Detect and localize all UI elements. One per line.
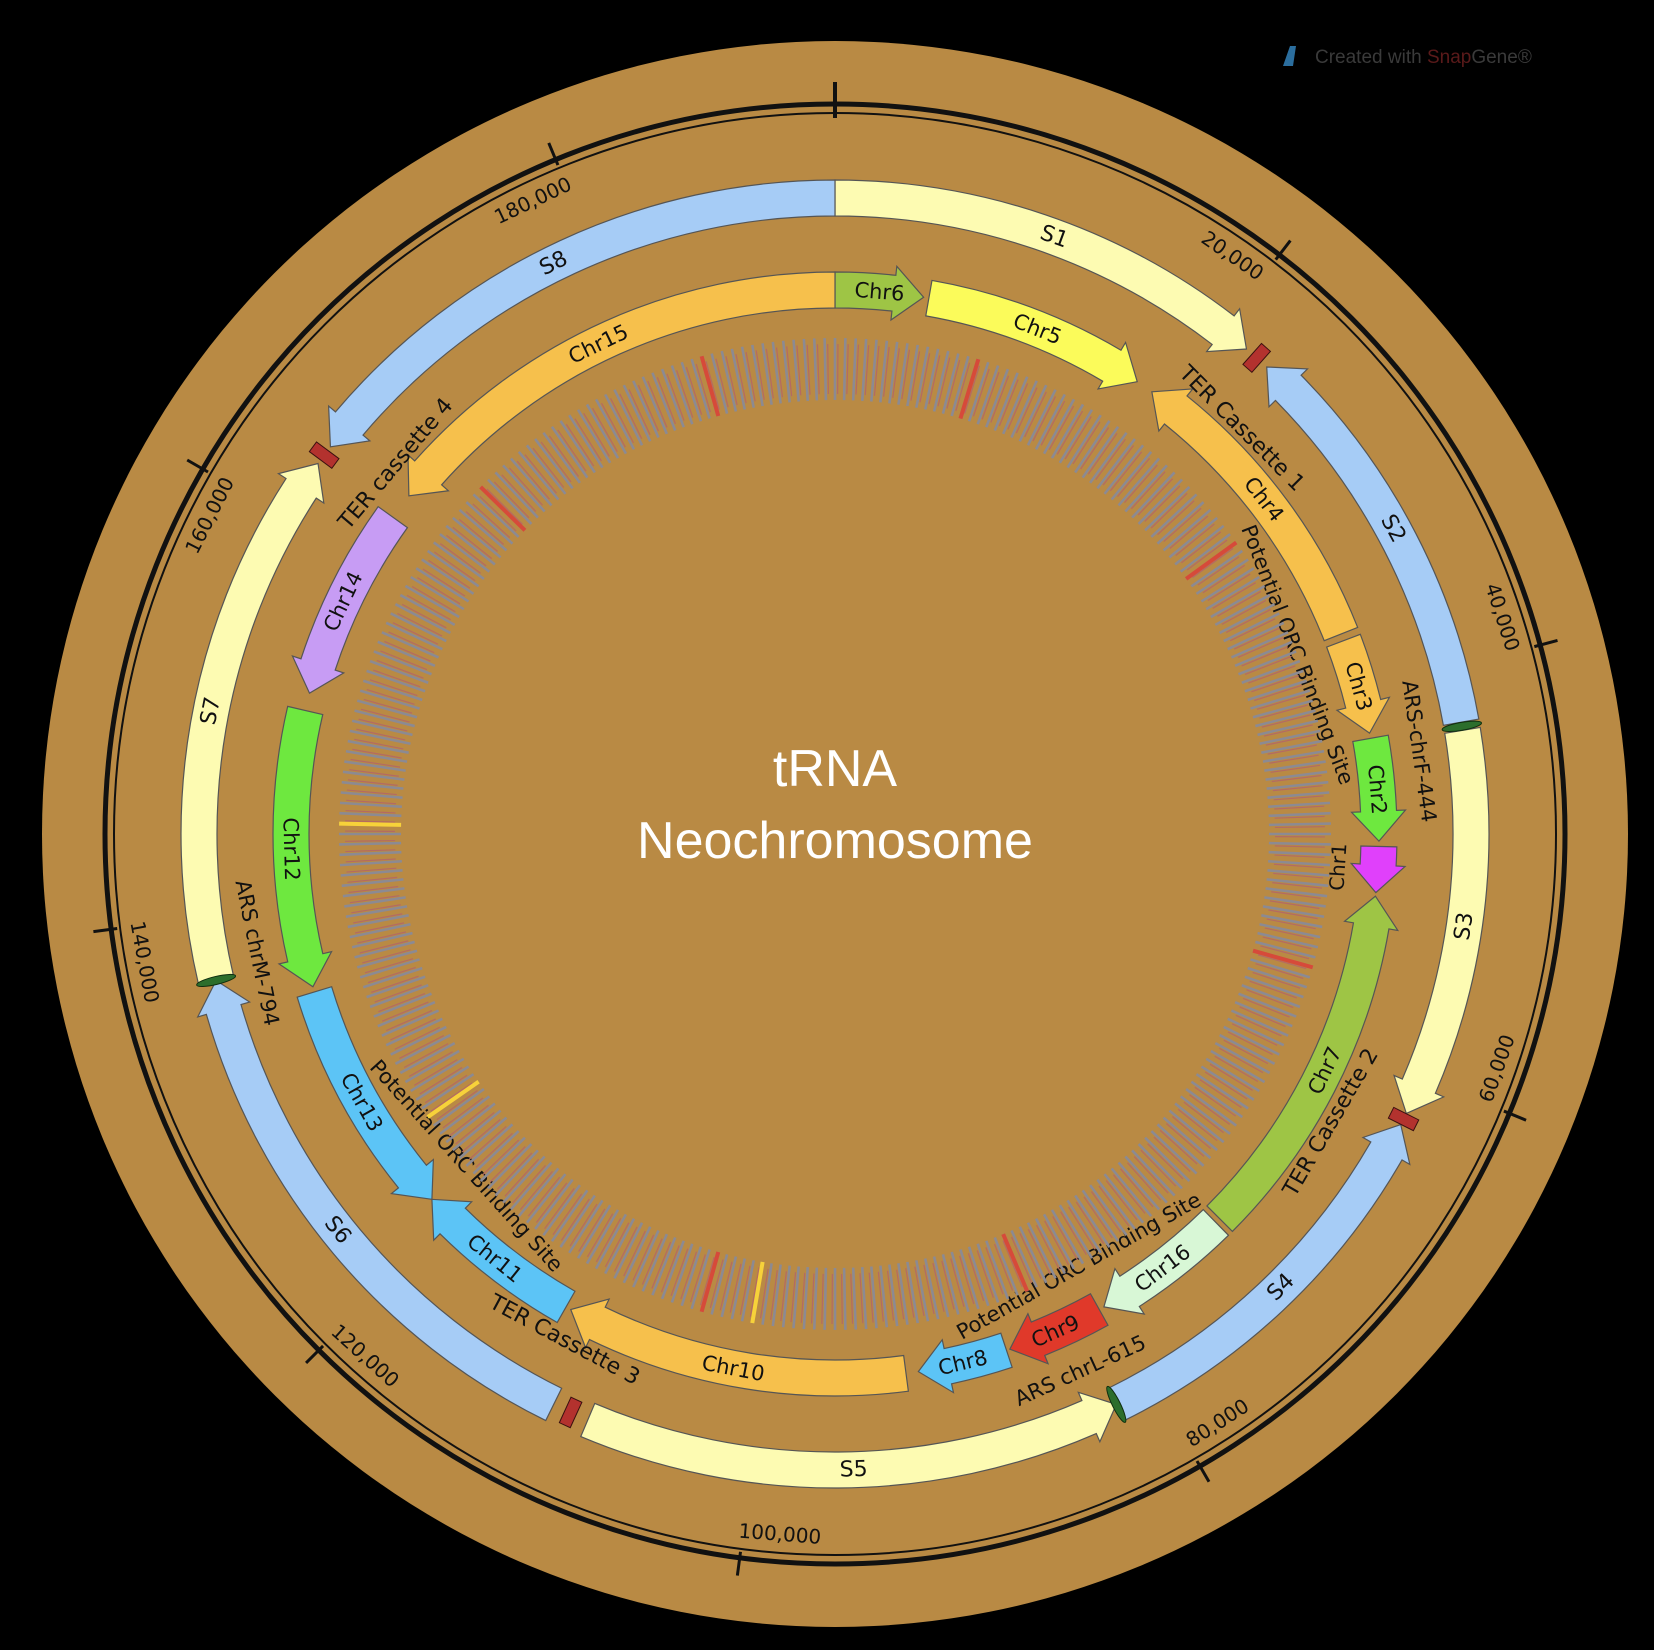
feature-chr12 [272, 705, 333, 988]
feature-label: Chr2 [1363, 764, 1391, 816]
ruler-tick [93, 927, 118, 934]
segment-s5 [579, 1391, 1118, 1489]
feature-chr9 [1009, 1292, 1109, 1365]
trna-highlight [958, 358, 981, 420]
trna-ring [339, 338, 1331, 1330]
segment-label: S7 [196, 695, 226, 727]
trna-highlight [1184, 540, 1238, 581]
trna-highlight [699, 355, 721, 417]
trna-ticks [339, 338, 1331, 1330]
segment-s2 [1266, 366, 1480, 727]
feature-chr4 [1151, 388, 1359, 642]
feature-chr14 [291, 505, 409, 695]
feature-chr6 [834, 264, 925, 322]
trna-highlight [1252, 948, 1314, 970]
feature-label: Chr6 [854, 278, 906, 306]
trna-highlight [1001, 1233, 1030, 1293]
ruler-tick [735, 1551, 742, 1576]
segment-s1 [834, 179, 1248, 353]
ruler-tick [305, 1344, 325, 1364]
map-title-line1: tRNA [773, 740, 898, 798]
feature-chr2 [1350, 734, 1407, 843]
feature-chr13 [296, 985, 435, 1201]
feature-chr10 [569, 1298, 910, 1397]
trna-highlight [479, 485, 527, 532]
trna-highlight [426, 1080, 480, 1119]
segment-label: S5 [839, 1457, 868, 1483]
snapgene-logo-icon [1283, 46, 1296, 66]
ruler-tick [547, 142, 560, 166]
feature-chr8 [917, 1332, 1013, 1394]
ruler-tick [1195, 1460, 1211, 1483]
feature-chr15 [407, 271, 836, 497]
ruler-tick [1533, 638, 1558, 649]
ruler-tick [1503, 1109, 1527, 1122]
ruler-tick [1274, 239, 1292, 261]
feature-chr16 [1103, 1208, 1230, 1315]
snapgene-watermark: Created with SnapGene® [1283, 46, 1532, 68]
feature-label: Chr12 [278, 817, 304, 881]
feature-chr11 [431, 1198, 576, 1324]
segment-s3 [1393, 726, 1490, 1115]
feature-chr1 [1349, 845, 1407, 894]
feature-chr7 [1206, 895, 1400, 1233]
map-title-line2: Neochromosome [637, 812, 1033, 870]
trna-highlight [699, 1251, 721, 1313]
ruler-tick [186, 458, 209, 474]
feature-label: Chr1 [1324, 842, 1351, 891]
trna-inner-ticks [345, 344, 1325, 1324]
trna-highlight [750, 1261, 765, 1324]
feature-chr3 [1325, 633, 1391, 734]
segment-label: S3 [1450, 911, 1479, 942]
segment-s8 [327, 179, 836, 448]
feature-chr5 [925, 279, 1138, 390]
segment-s7 [180, 462, 325, 986]
watermark-text: Created with SnapGene® [1315, 47, 1532, 68]
trna-highlight [339, 821, 402, 827]
